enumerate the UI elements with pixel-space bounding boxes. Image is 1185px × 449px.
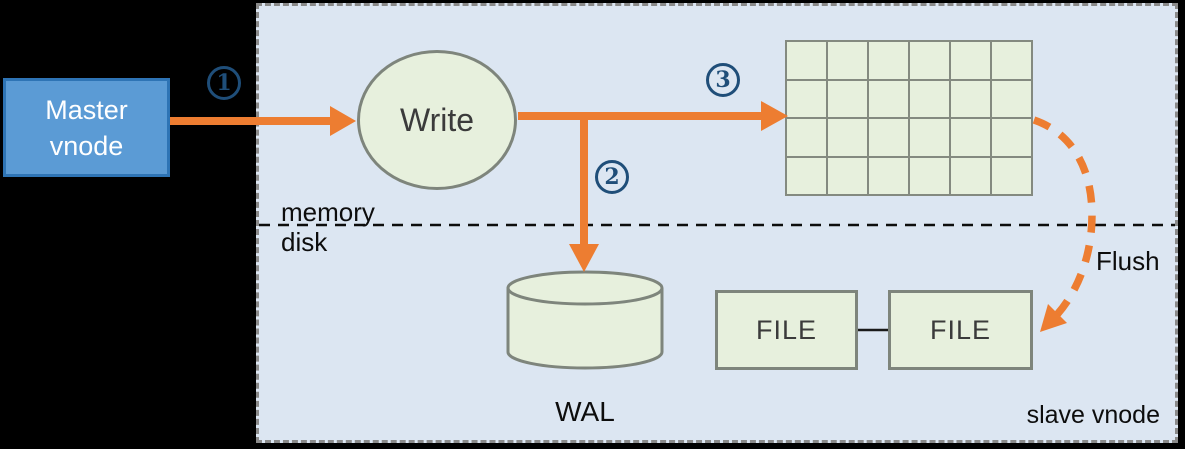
step-3-badge: 3 — [706, 63, 740, 97]
memtable-cell — [787, 157, 826, 194]
master-vnode-box: Master vnode — [3, 78, 170, 177]
memtable-cell — [992, 157, 1031, 194]
memtable-cell — [787, 42, 826, 79]
memtable-cell — [828, 119, 867, 156]
memory-label: memory — [281, 197, 375, 227]
memtable-grid — [785, 40, 1033, 196]
wal-cylinder — [506, 270, 664, 370]
wal-label: WAL — [555, 396, 615, 427]
memtable-cell — [869, 80, 908, 117]
file-box-2: FILE — [888, 290, 1033, 370]
memtable-cell — [951, 119, 990, 156]
step-2-number: 2 — [604, 164, 620, 190]
memtable-cell — [787, 80, 826, 117]
master-vnode-label: Master vnode — [45, 94, 128, 161]
step-1-badge: 1 — [207, 66, 241, 100]
disk-label: disk — [281, 227, 328, 257]
step-1-number: 1 — [216, 70, 232, 96]
write-node: Write — [357, 50, 517, 190]
memtable-cell — [869, 157, 908, 194]
memtable-cell — [869, 119, 908, 156]
step-3-number: 3 — [715, 67, 731, 93]
file-box-2-label: FILE — [929, 314, 992, 345]
file-box-1: FILE — [715, 290, 858, 370]
memtable-cell — [992, 42, 1031, 79]
memtable-cell — [910, 80, 949, 117]
flush-label: Flush — [1096, 246, 1160, 276]
memtable-cell — [992, 119, 1031, 156]
memtable-cell — [951, 42, 990, 79]
memtable-cell — [910, 157, 949, 194]
wal-cylinder-body — [506, 288, 664, 370]
memtable-cell — [910, 42, 949, 79]
slave-vnode-label: slave vnode — [1026, 401, 1160, 429]
memtable-cell — [951, 157, 990, 194]
memtable-cell — [992, 80, 1031, 117]
memtable-cell — [951, 80, 990, 117]
memtable-cell — [787, 119, 826, 156]
write-node-label: Write — [399, 101, 475, 138]
step-2-badge: 2 — [595, 160, 629, 194]
memtable-cell — [910, 119, 949, 156]
file-box-1-label: FILE — [755, 314, 818, 345]
memtable-cell — [828, 42, 867, 79]
memtable-cell — [828, 80, 867, 117]
memtable-cell — [869, 42, 908, 79]
memtable-cell — [828, 157, 867, 194]
wal-cylinder-top — [506, 270, 664, 306]
